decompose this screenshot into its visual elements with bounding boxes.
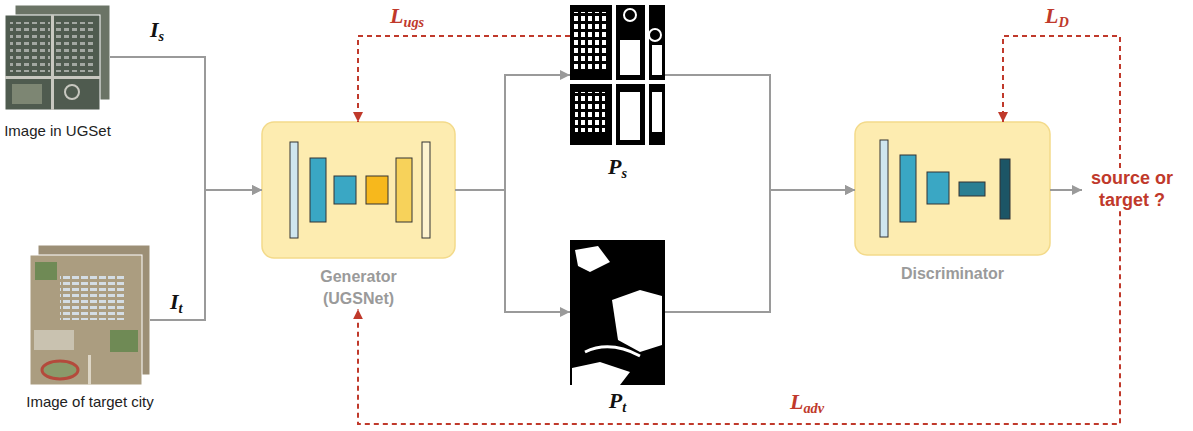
ugset-image [5, 5, 110, 110]
loss-label: Ladv [790, 390, 824, 414]
svg-rect [880, 140, 888, 237]
svg-circle [649, 29, 661, 41]
flow-arrow [455, 190, 570, 312]
svg-circle [65, 85, 79, 99]
svg-rect [855, 122, 1050, 255]
svg-rect [574, 12, 608, 72]
svg-path [575, 246, 610, 272]
svg-rect [51, 15, 54, 110]
subscript: s [621, 165, 627, 181]
generator-node: Generator (UGSNet) [262, 122, 455, 309]
loss-label: LD [1045, 4, 1069, 28]
svg-rect [30, 255, 142, 385]
svg-rect [88, 355, 91, 385]
generator-box [262, 122, 455, 258]
image-node: Image in UGSet [5, 5, 110, 110]
flow-arrow [665, 190, 855, 312]
svg-rect [620, 40, 640, 75]
svg-rect [900, 155, 916, 222]
svg-rect [290, 142, 298, 238]
svg-rect [12, 84, 42, 104]
input-label: It [170, 290, 183, 314]
svg-rect [570, 5, 665, 145]
svg-rect [1000, 159, 1010, 219]
loss-arrow [358, 211, 1120, 424]
subscript: adv [803, 400, 824, 416]
svg-rect [645, 5, 649, 145]
svg-rect [60, 275, 125, 320]
image-caption: Image of target city [26, 393, 154, 411]
svg-rect [56, 22, 94, 72]
svg-path [585, 347, 640, 356]
svg-rect [652, 92, 662, 132]
svg-path [612, 290, 662, 352]
svg-rect [959, 182, 985, 196]
svg-ellipse [42, 361, 78, 379]
subscript: t [622, 399, 626, 415]
target-city-image [30, 245, 150, 385]
svg-rect [334, 176, 356, 204]
svg-rect [620, 92, 640, 140]
svg-circle [624, 9, 636, 21]
pt-segmentation [570, 240, 665, 385]
svg-rect [10, 22, 50, 72]
svg-path [572, 362, 630, 385]
flow-arrow [1050, 189, 1082, 191]
svg-rect [310, 158, 326, 222]
image-node: Image of target city [30, 245, 150, 385]
flow-arrow [150, 190, 262, 320]
subscript: D [1058, 14, 1068, 30]
loss-arrow [1003, 36, 1120, 168]
image-caption: Image in UGSet [4, 122, 111, 140]
subscript: ugs [403, 14, 424, 30]
loss-label: Lugs [390, 4, 424, 28]
prediction-label: Ps [570, 155, 665, 179]
svg-rect [570, 240, 665, 385]
svg-rect [612, 5, 616, 145]
svg-rect [927, 172, 949, 204]
prediction-label: Pt [570, 389, 665, 413]
prediction-node: Ps [570, 5, 665, 179]
subscript: s [159, 28, 165, 44]
output-text: source or target ? [1082, 168, 1182, 211]
svg-rect [34, 330, 74, 350]
svg-rect [396, 158, 412, 222]
svg-rect [35, 262, 57, 280]
output-node: source or target ? [1082, 168, 1182, 211]
svg-rect [262, 122, 455, 258]
subscript: t [179, 300, 183, 316]
prediction-node: Pt [570, 240, 665, 413]
flow-arrow [110, 57, 262, 190]
input-label: Is [150, 18, 164, 42]
loss-arrow [358, 36, 570, 122]
module-label: Generator (UGSNet) [304, 266, 414, 309]
svg-rect [110, 330, 138, 352]
discriminator-box [855, 122, 1050, 255]
svg-rect [366, 176, 388, 204]
svg-rect [570, 80, 665, 84]
discriminator-node: Discriminator [855, 122, 1050, 285]
svg-rect [5, 15, 100, 110]
ps-segmentation [570, 5, 665, 145]
svg-rect [575, 92, 605, 132]
flow-arrow [455, 75, 570, 190]
svg-rect [652, 45, 662, 75]
flow-arrow [665, 75, 855, 190]
module-label: Discriminator [898, 263, 1008, 285]
svg-rect [422, 142, 430, 238]
